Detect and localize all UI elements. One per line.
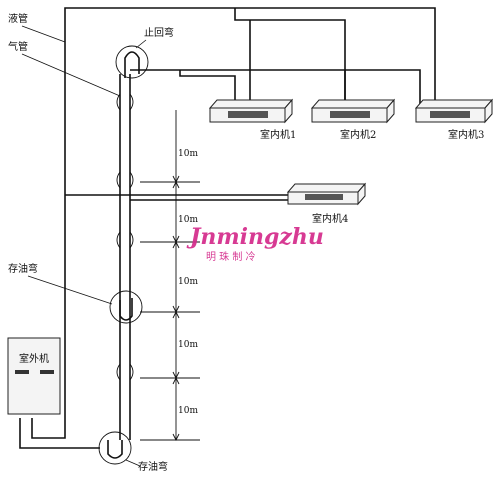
check-bend-label: 止回弯 [144, 26, 174, 39]
oil-trap-upper-label: 存油弯 [8, 262, 38, 275]
dimension-label-2: 10m [178, 215, 198, 225]
indoor-unit-3-label: 室内机3 [448, 128, 484, 141]
indoor-unit-3 [414, 98, 494, 124]
liquid-pipe-label: 液管 [8, 12, 28, 25]
check-bend-loop [115, 45, 149, 79]
outdoor-unit-label: 室外机 [19, 352, 49, 365]
oil-trap-upper-leader [27, 275, 113, 305]
indoor-unit-1 [208, 98, 294, 124]
oil-trap-lower-leader [125, 459, 141, 467]
indoor-unit-4 [286, 182, 367, 206]
riser-trap-bumps [116, 93, 134, 381]
watermark-logo-text: Jnmingzhu [186, 224, 324, 250]
liquid-branch-lines [234, 8, 346, 108]
check-bend-leader [135, 39, 147, 49]
dimension-label-1: 10m [178, 149, 198, 159]
outdoor-unit: 室外机 [7, 337, 61, 415]
oil-trap-upper-loop [109, 290, 143, 324]
liquid-pipe-leader [21, 25, 66, 43]
indoor-unit-1-label: 室内机1 [260, 128, 296, 141]
dimension-label-3: 10m [178, 277, 198, 287]
dimension-label-4: 10m [178, 340, 198, 350]
watermark-logo: Jnmingzhu 明 珠 制 冷 [186, 224, 324, 263]
gas-pipe-leader [21, 53, 121, 97]
indoor-unit-2-label: 室内机2 [340, 128, 376, 141]
oil-trap-lower-label: 存油弯 [138, 460, 168, 473]
indoor-unit-2 [310, 98, 396, 124]
dimension-label-5: 10m [178, 406, 198, 416]
height-dimension-line [140, 110, 200, 442]
watermark-subtitle: 明 珠 制 冷 [206, 250, 256, 263]
liquid-pipe-line [31, 7, 436, 439]
gas-pipe-line [119, 69, 421, 440]
indoor-unit-4-label: 室内机4 [312, 212, 348, 225]
oil-trap-lower-loop [19, 418, 132, 465]
gas-pipe-label: 气管 [8, 40, 28, 53]
